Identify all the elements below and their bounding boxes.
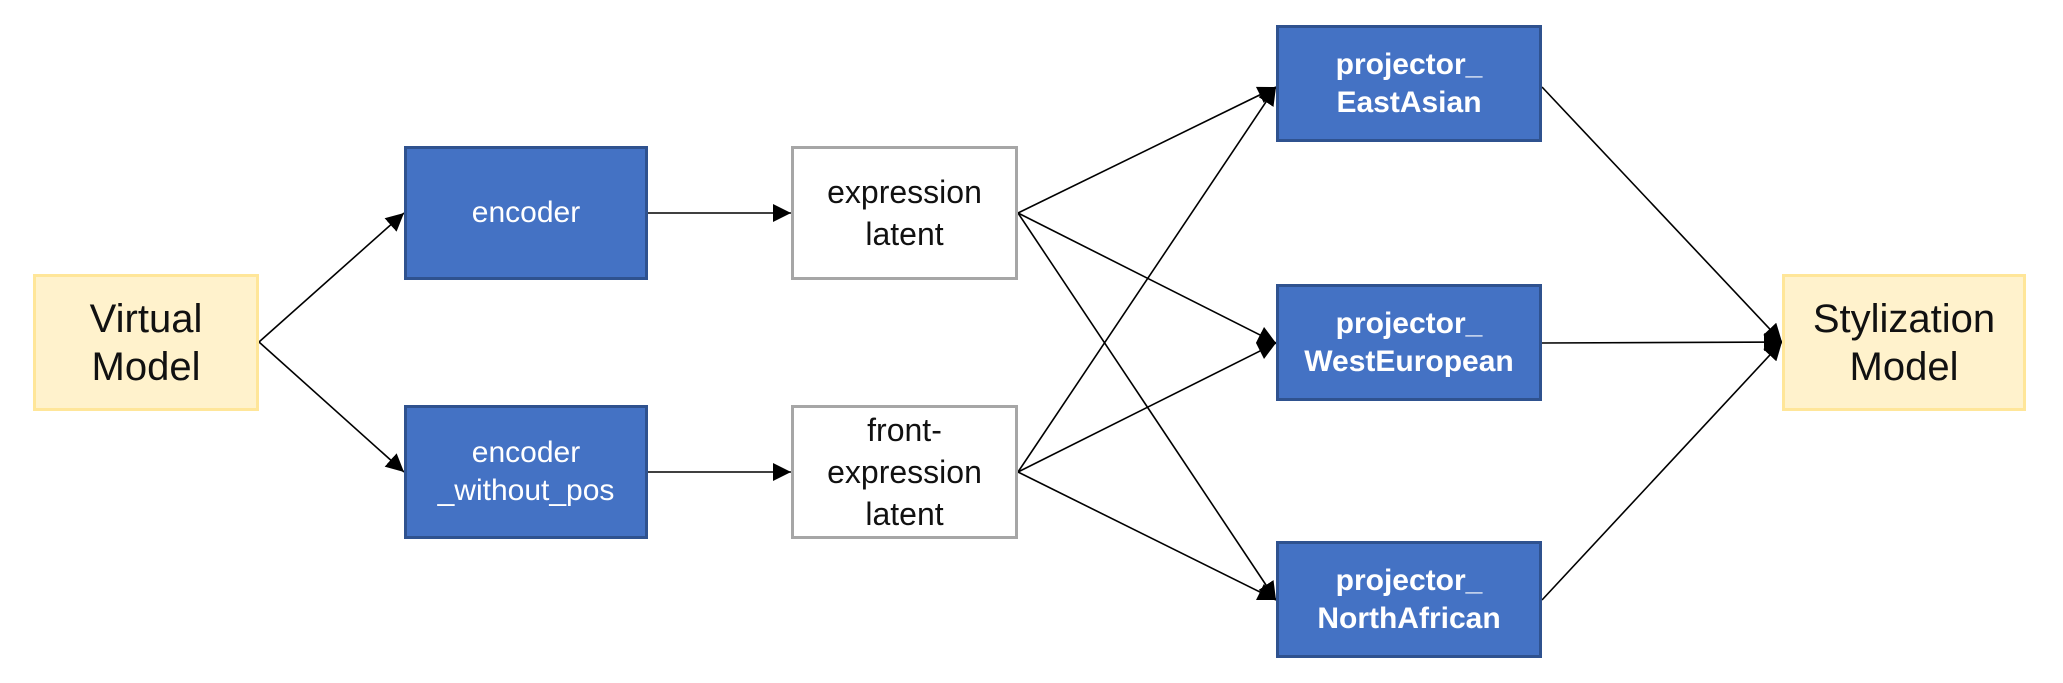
edge-projector_north_african-to-stylization_model [1541, 341, 1783, 601]
edge-projector_west_european-to-stylization_model [1541, 333, 1783, 352]
stylization-model-node: Stylization Model [1782, 274, 2026, 411]
virtual-model-node: Virtual Model [33, 274, 259, 411]
projector-west-european-label: projector_ WestEuropean [1304, 306, 1514, 378]
edge-virtual_model-to-encoder_without_pos [258, 341, 405, 473]
edge-expression_latent-to-projector_west_european [1017, 212, 1277, 344]
edge-expression_latent-to-projector_north_african [1017, 212, 1277, 601]
front-expression-latent-label: front- expression latent [827, 412, 982, 532]
projector-east-asian-label: projector_ EastAsian [1335, 47, 1483, 119]
encoder-without-pos-label: encoder _without_pos [437, 436, 615, 507]
edge-expression_latent-to-projector_east_asian [1017, 86, 1277, 214]
encoder-without-pos-node: encoder _without_pos [404, 405, 648, 539]
edge-front_expression_latent-to-projector_west_european [1017, 342, 1277, 473]
front-expression-latent-node: front- expression latent [791, 405, 1018, 539]
edge-front_expression_latent-to-projector_north_african [1017, 471, 1277, 601]
edge-virtual_model-to-encoder [258, 212, 405, 343]
edge-front_expression_latent-to-projector_east_asian [1017, 86, 1277, 473]
expression-latent-label: expression latent [827, 174, 982, 252]
edge-projector_east_asian-to-stylization_model [1541, 86, 1783, 343]
projector-north-african-label: projector_ NorthAfrican [1317, 563, 1501, 635]
encoder-node: encoder [404, 146, 648, 280]
stylization-model-label: Stylization Model [1812, 296, 1996, 389]
projector-west-european-node: projector_ WestEuropean [1276, 284, 1542, 401]
encoder-label: encoder [471, 196, 581, 229]
projector-east-asian-node: projector_ EastAsian [1276, 25, 1542, 142]
expression-latent-node: expression latent [791, 146, 1018, 280]
projector-north-african-node: projector_ NorthAfrican [1276, 541, 1542, 658]
virtual-model-label: Virtual Model [89, 296, 203, 389]
